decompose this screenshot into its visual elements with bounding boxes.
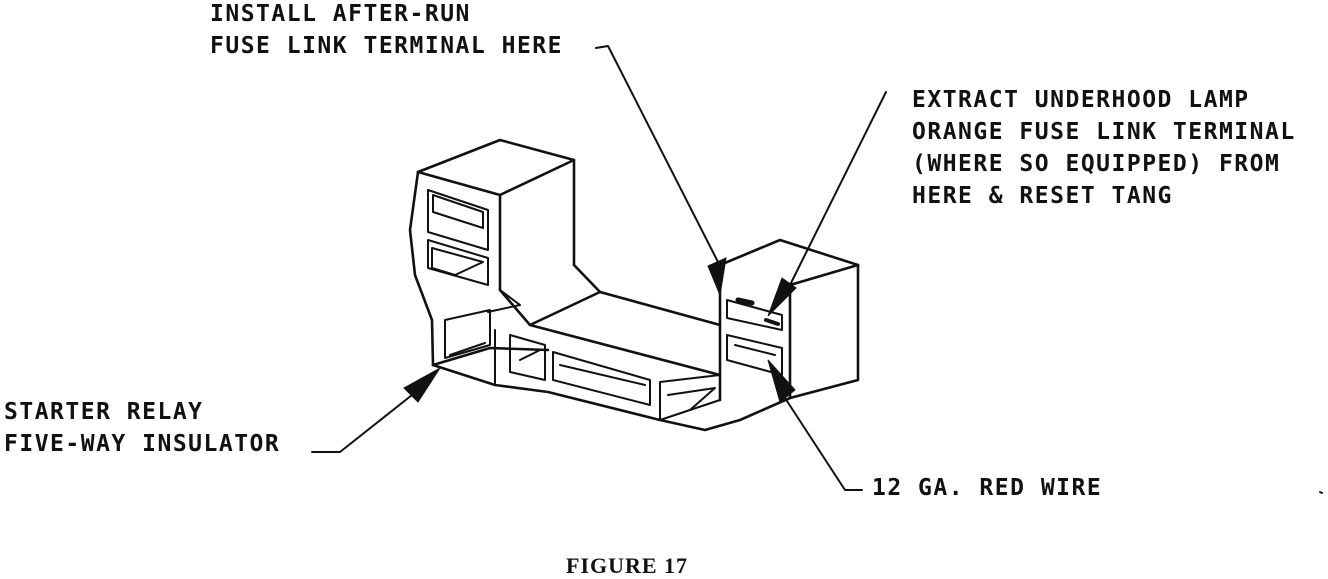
install-label-line1: INSTALL AFTER-RUN bbox=[210, 1, 471, 27]
starter-label-line1: STARTER RELAY bbox=[4, 399, 204, 425]
install-leader bbox=[595, 45, 727, 297]
extract-label-line2: ORANGE FUSE LINK TERMINAL bbox=[912, 119, 1296, 145]
right-block bbox=[718, 238, 860, 402]
extract-label-line1: EXTRACT UNDERHOOD LAMP bbox=[912, 87, 1250, 113]
extract-label-line4: HERE & RESET TANG bbox=[912, 183, 1173, 209]
wire-label-line1: 12 GA. RED WIRE bbox=[872, 475, 1103, 501]
install-label: INSTALL AFTER-RUN FUSE LINK TERMINAL HER… bbox=[210, 0, 563, 62]
left-block bbox=[408, 138, 602, 367]
extract-label: EXTRACT UNDERHOOD LAMP ORANGE FUSE LINK … bbox=[912, 84, 1296, 212]
wire-leader bbox=[767, 359, 863, 491]
extract-leader bbox=[767, 91, 887, 317]
figure-caption: FIGURE 17 bbox=[566, 553, 689, 578]
starter-label-line2: FIVE-WAY INSULATOR bbox=[4, 431, 281, 457]
install-label-line2: FUSE LINK TERMINAL HERE bbox=[210, 33, 563, 59]
starter-leader bbox=[311, 367, 441, 453]
wire-label: 12 GA. RED WIRE bbox=[872, 472, 1102, 504]
extract-label-line3: (WHERE SO EQUIPPED) FROM bbox=[912, 151, 1281, 177]
starter-label: STARTER RELAY FIVE-WAY INSULATOR bbox=[4, 396, 280, 460]
trough-bottom bbox=[431, 288, 792, 432]
scan-dot bbox=[1319, 491, 1323, 494]
